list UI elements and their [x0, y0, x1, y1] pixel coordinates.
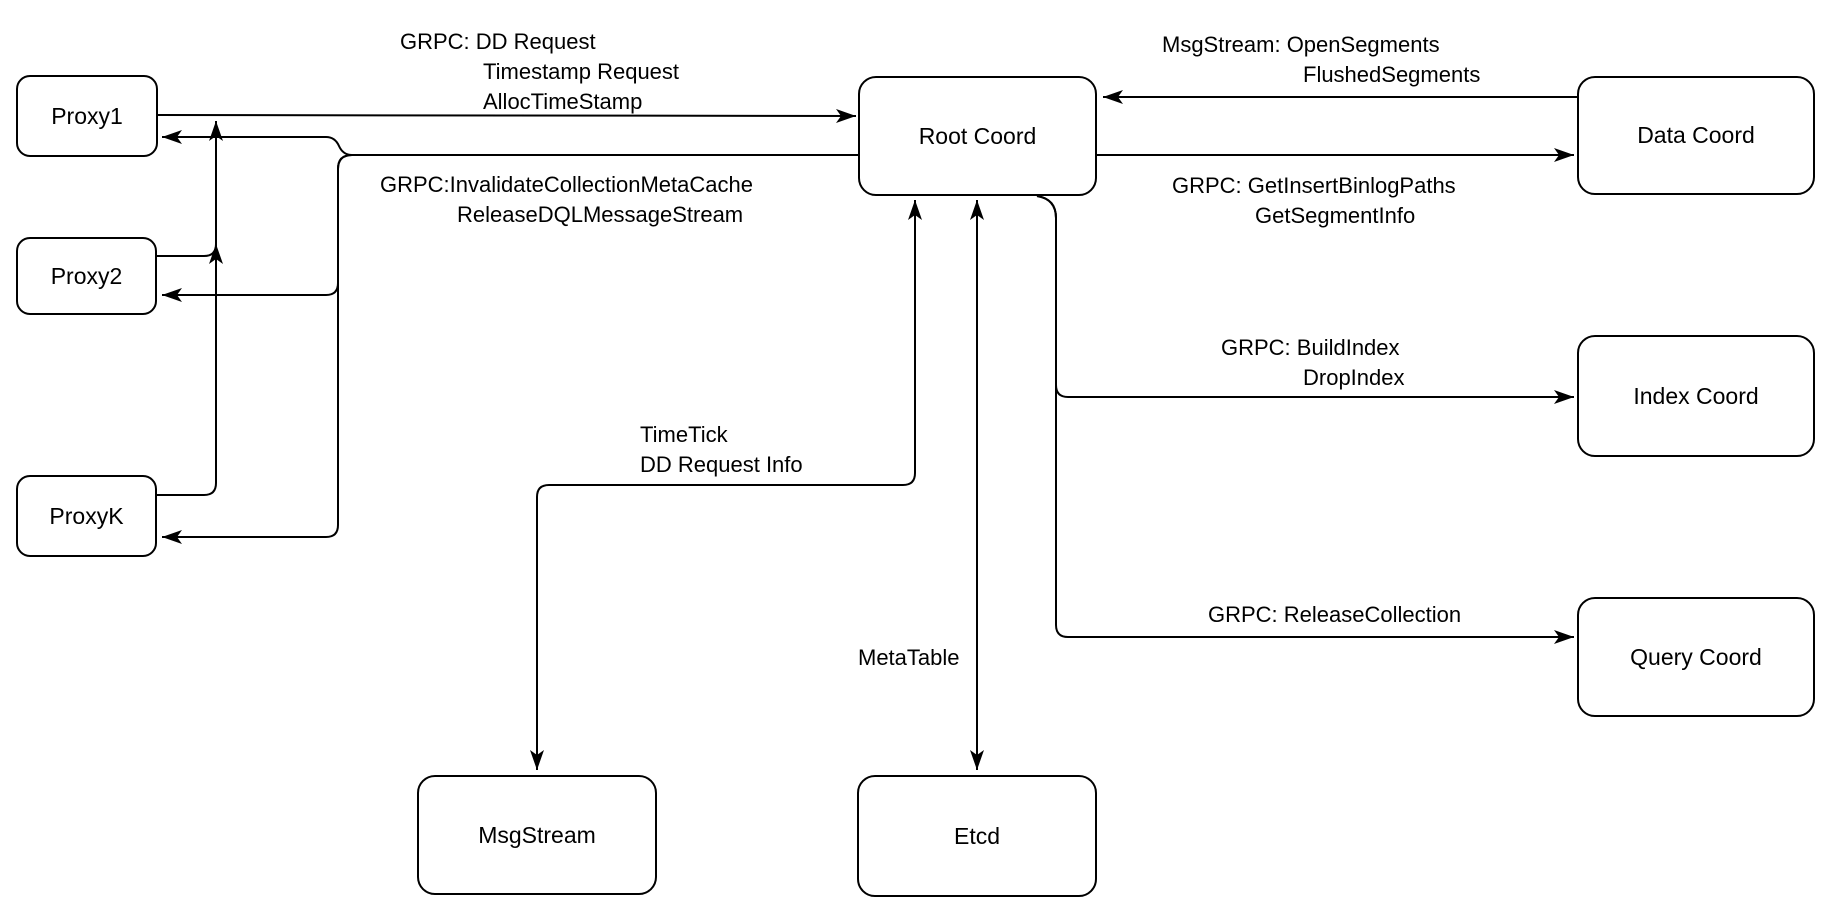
node-query-coord: Query Coord [1577, 597, 1815, 717]
node-msgstream: MsgStream [417, 775, 657, 895]
edge-label-proxy-to-root: GRPC: DD Request Timestamp Request Alloc… [400, 27, 679, 117]
edge-rootcoord-to-querycoord [1036, 195, 1574, 644]
node-query-coord-label: Query Coord [1630, 643, 1762, 670]
node-proxy2-label: Proxy2 [50, 262, 123, 289]
edge-label-line: GRPC: GetInsertBinlogPaths [1172, 173, 1456, 198]
edge-label-line: AllocTimeStamp [483, 89, 643, 114]
node-data-coord: Data Coord [1577, 76, 1815, 195]
edge-label-line: GRPC: ReleaseCollection [1208, 602, 1462, 627]
edge-label-line: GRPC:InvalidateCollectionMetaCache [380, 172, 753, 197]
edge-label-line: GRPC: DD Request [400, 29, 596, 54]
edge-label-root-to-msgstream: TimeTick DD Request Info [640, 420, 803, 480]
edge-label-data-to-root: MsgStream: OpenSegments FlushedSegments [1162, 30, 1480, 90]
edge-label-root-to-query: GRPC: ReleaseCollection [1208, 600, 1461, 630]
node-proxyk-label: ProxyK [49, 502, 124, 529]
edge-proxyk-merge [157, 121, 223, 496]
edge-label-line: GRPC: BuildIndex [1221, 335, 1400, 360]
edge-label-line: DropIndex [1303, 365, 1405, 390]
node-msgstream-label: MsgStream [478, 821, 596, 848]
edge-label-line: MsgStream: OpenSegments [1162, 32, 1440, 57]
edge-label-line: Timestamp Request [483, 59, 680, 84]
node-proxy1: Proxy1 [16, 75, 158, 157]
node-etcd-label: Etcd [953, 822, 1001, 849]
edge-label-line: MetaTable [858, 645, 960, 670]
edge-label-root-to-etcd: MetaTable [858, 643, 960, 673]
edge-label-line: FlushedSegments [1303, 62, 1481, 87]
node-proxy2: Proxy2 [16, 237, 157, 315]
edge-label-root-to-data: GRPC: GetInsertBinlogPaths GetSegmentInf… [1172, 171, 1456, 231]
node-proxyk: ProxyK [16, 475, 157, 557]
edge-rootcoord-msgstream [530, 200, 922, 770]
edge-proxy2-merge [157, 243, 223, 265]
edge-label-line: TimeTick [640, 422, 728, 447]
node-index-coord: Index Coord [1577, 335, 1815, 457]
edge-label-line: GetSegmentInfo [1255, 203, 1416, 228]
edge-rootcoord-to-proxy1 [162, 130, 858, 156]
edge-label-line: ReleaseDQLMessageStream [457, 202, 744, 227]
node-root-coord: Root Coord [858, 76, 1097, 196]
edge-label-root-to-proxy: GRPC:InvalidateCollectionMetaCache Relea… [380, 170, 753, 230]
node-root-coord-label: Root Coord [918, 122, 1037, 149]
node-index-coord-label: Index Coord [1633, 382, 1759, 409]
node-etcd: Etcd [857, 775, 1097, 897]
node-proxy1-label: Proxy1 [51, 102, 123, 129]
edge-label-root-to-index: GRPC: BuildIndex DropIndex [1221, 333, 1405, 393]
node-data-coord-label: Data Coord [1637, 122, 1755, 148]
edge-label-line: DD Request Info [640, 452, 803, 477]
edge-rootcoord-to-proxyk [162, 154, 858, 544]
edge-proxy1-to-rootcoord [157, 108, 857, 123]
